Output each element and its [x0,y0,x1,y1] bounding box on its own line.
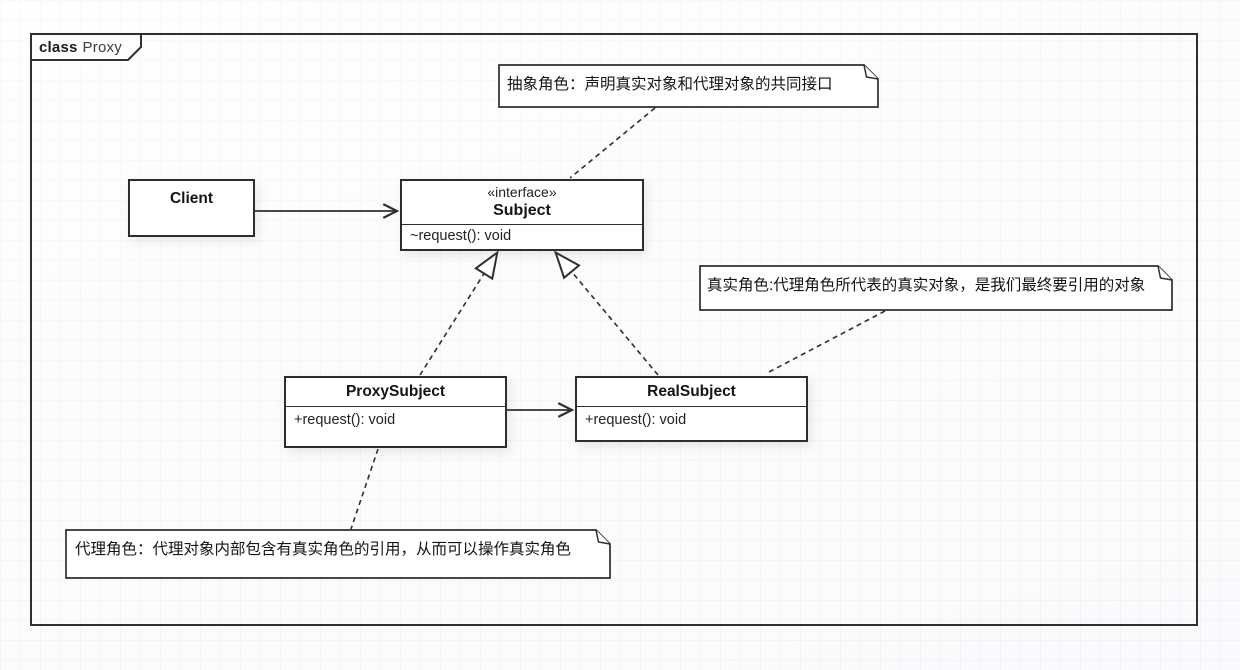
note-proxy-role-text: 代理角色：代理对象内部包含有真实角色的引用，从而可以操作真实角色 [75,541,572,558]
method-realsubject-request: +request(): void [585,412,687,428]
class-name-proxysubject: ProxySubject [345,383,446,400]
frame-keyword: class [39,39,78,56]
note-real-role-text: 真实角色:代理角色所代表的真实对象，是我们最终要引用的对象 [707,277,1146,294]
class-name-client: Client [169,190,214,207]
note-attachment-abstract-to-subject [569,107,656,179]
class-box-realsubject: RealSubject +request(): void [575,376,808,442]
class-box-client: Client [128,179,255,237]
frame-name-tab [30,33,142,61]
stereotype-interface: «interface» [487,184,557,200]
note-attachment-proxy-to-proxysubject [350,448,379,530]
note-fold-icon [1157,265,1173,281]
realization-proxysubject-to-subject [419,250,499,376]
class-name-subject: Subject [493,202,551,219]
note-real-role-shape [699,265,1173,311]
frame-name: Proxy [82,39,122,56]
note-fold-icon [595,529,611,545]
note-proxy-role-shape [65,529,611,579]
frame-border [30,33,1198,626]
note-abstract-role-shape [498,64,879,108]
class-name-realsubject: RealSubject [647,383,736,400]
note-fold-icon [863,64,879,80]
note-attachment-real-to-realsubject [768,310,886,373]
method-subject-request: ~request(): void [410,228,512,244]
note-abstract-role-text: 抽象角色：声明真实对象和代理对象的共同接口 [507,76,833,93]
realization-realsubject-to-subject [553,250,659,376]
class-box-subject: «interface» Subject ~request(): void [400,179,644,251]
class-box-proxysubject: ProxySubject +request(): void [284,376,507,448]
method-proxysubject-request: +request(): void [294,412,396,428]
